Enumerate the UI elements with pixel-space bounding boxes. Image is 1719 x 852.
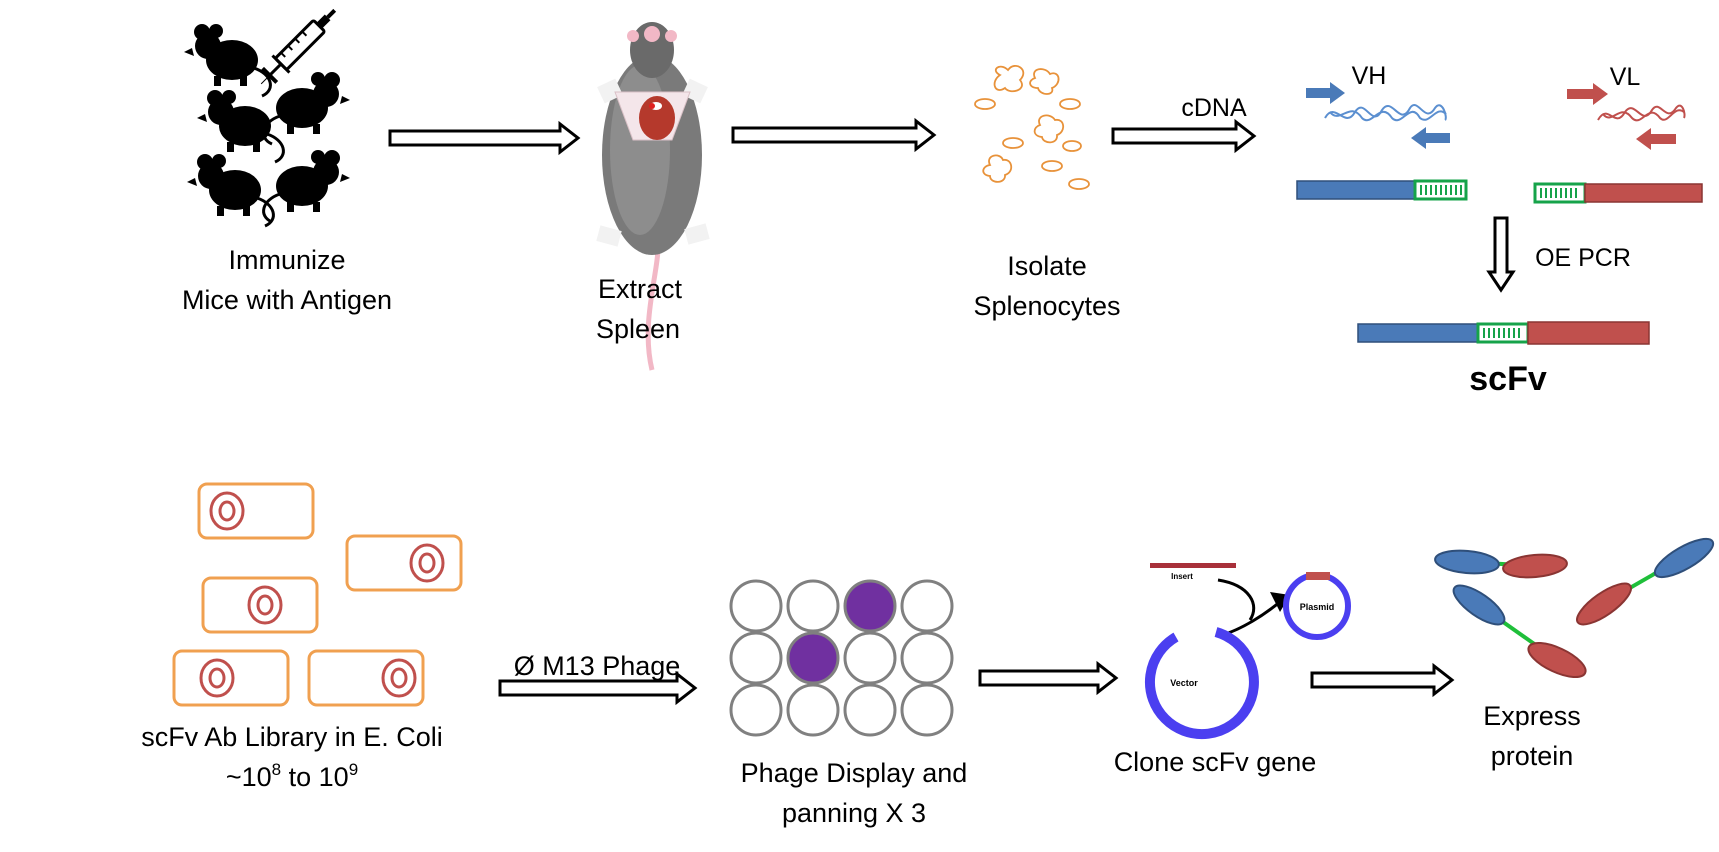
- express-label-line2: protein: [1491, 741, 1574, 771]
- insert-label: Insert: [1171, 572, 1193, 581]
- arrow-5: [978, 660, 1119, 696]
- well-empty: [843, 631, 897, 685]
- extract-label-line2: Spleen: [596, 314, 680, 344]
- library-label-line1: scFv Ab Library in E. Coli: [141, 722, 443, 752]
- well-empty: [900, 683, 954, 737]
- well-empty: [729, 683, 783, 737]
- immunize-label-line1: Immunize: [228, 245, 345, 275]
- display-label-line2: panning X 3: [782, 798, 926, 828]
- well-empty: [900, 631, 954, 685]
- well-plate: [729, 579, 954, 737]
- extract-label-line1: Extract: [598, 274, 683, 304]
- well-filled: [843, 579, 897, 633]
- vl-label: VL: [1610, 63, 1641, 91]
- vl-primer-icon: [1567, 83, 1686, 150]
- isolate-label-line2: Splenocytes: [973, 291, 1120, 321]
- scfv-protein-icon: [1434, 537, 1715, 679]
- mice-group-icon: [182, 22, 352, 228]
- display-label-line1: Phage Display and: [741, 758, 968, 788]
- oe-pcr-label: OE PCR: [1535, 244, 1631, 272]
- oe-pcr-arrow: [1486, 216, 1516, 293]
- arrow-2: [731, 117, 937, 153]
- phage-arrow: [498, 670, 698, 706]
- well-empty: [786, 683, 840, 737]
- ecoli-library-icon: [172, 482, 463, 707]
- arrow-1: [388, 120, 581, 156]
- well-empty: [900, 579, 954, 633]
- vh-gene-bar: [1296, 179, 1468, 201]
- phage-label: Ø M13 Phage: [514, 651, 681, 681]
- clone-label: Clone scFv gene: [1114, 747, 1317, 777]
- vh-label: VH: [1352, 62, 1387, 90]
- plasmid-label: Plasmid: [1300, 602, 1335, 612]
- cloning-icon: [1144, 563, 1351, 740]
- well-empty: [786, 579, 840, 633]
- vl-gene-bar: [1533, 182, 1703, 204]
- express-label-line1: Express: [1483, 701, 1581, 731]
- syringe-icon: [260, 8, 337, 85]
- arrow-6: [1310, 662, 1455, 698]
- dissected-mouse-icon: [596, 22, 710, 371]
- cdna-arrow: [1111, 118, 1257, 154]
- well-filled: [786, 631, 840, 685]
- isolate-label-line1: Isolate: [1007, 251, 1087, 281]
- vh-primer-icon: [1306, 82, 1450, 149]
- scfv-label: scFv: [1469, 360, 1547, 398]
- vector-label: Vector: [1170, 678, 1198, 688]
- splenocytes-icon: [974, 65, 1090, 190]
- well-empty: [729, 631, 783, 685]
- immunize-label-line2: Mice with Antigen: [182, 285, 392, 315]
- scfv-gene-bar: [1357, 321, 1650, 345]
- cdna-label: cDNA: [1181, 94, 1247, 122]
- well-empty: [843, 683, 897, 737]
- library-label-line2: ~108 to 109: [226, 760, 358, 792]
- well-empty: [729, 579, 783, 633]
